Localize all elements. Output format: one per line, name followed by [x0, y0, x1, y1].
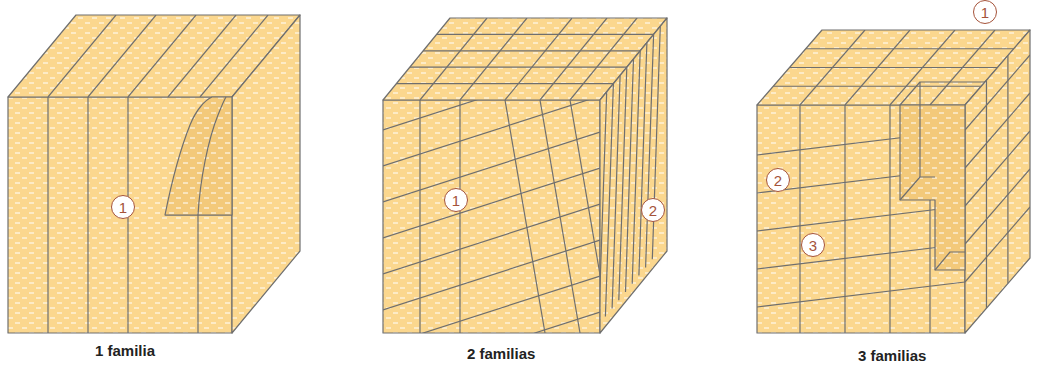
joint-line [652, 26, 660, 259]
figure-caption: 1 familia [95, 342, 155, 359]
callout-circle: 1 [973, 0, 997, 24]
joint-line [419, 100, 420, 333]
joint-line [986, 80, 987, 308]
joint-line [639, 43, 647, 276]
joint-line [790, 67, 998, 68]
joint-line [383, 204, 600, 274]
joint-line [930, 30, 995, 105]
callout-number: 2 [774, 173, 782, 188]
joint-line [460, 18, 527, 100]
callout-circle: 1 [111, 195, 135, 219]
joint-line [773, 86, 981, 87]
joint-line [965, 93, 1030, 168]
joint-line [540, 18, 607, 100]
joint-line [599, 92, 607, 325]
callout-circle: 2 [766, 168, 790, 192]
joint-line [48, 15, 116, 97]
joint-line [570, 100, 610, 333]
joint-line [806, 48, 1014, 49]
joint-line [965, 55, 1030, 130]
joint-line [200, 15, 268, 97]
joint-line [757, 244, 965, 269]
callout-circle: 2 [641, 198, 665, 222]
joint-line [383, 312, 600, 370]
callout-number: 1 [452, 193, 460, 208]
joint-line [632, 51, 640, 284]
joint-line [646, 34, 654, 267]
joint-line [505, 100, 545, 333]
joint-line [197, 215, 198, 333]
joint-line [168, 15, 236, 97]
figure-caption: 2 familias [467, 345, 535, 362]
joint-line [626, 59, 634, 292]
callout-number: 1 [119, 200, 127, 215]
joint-line [383, 60, 600, 130]
joint-line [505, 18, 572, 100]
joint-line [570, 18, 637, 100]
joint-line [1007, 56, 1008, 284]
joint-line [420, 18, 487, 100]
joint-line [965, 169, 1030, 244]
joint-line [423, 50, 640, 51]
joint-line [890, 30, 955, 105]
joint-line [757, 206, 965, 231]
joint-line [383, 96, 600, 166]
joint-line [47, 97, 48, 333]
joint-line [965, 207, 1030, 282]
joint-line [619, 67, 627, 300]
joint-line [383, 168, 600, 238]
joint-line [383, 240, 600, 310]
callout-circle: 3 [801, 233, 825, 257]
callout-number: 3 [809, 238, 817, 253]
joint-line [889, 105, 890, 333]
joint-line [88, 15, 156, 97]
joint-line [128, 15, 196, 97]
joint-line [757, 282, 965, 307]
joint-line [437, 34, 654, 35]
joint-line [844, 105, 845, 333]
figure-caption: 3 familias [858, 347, 926, 364]
joint-line [799, 105, 800, 333]
callout-number: 1 [981, 5, 989, 20]
callout-number: 2 [649, 203, 657, 218]
joint-line [396, 83, 613, 84]
joint-line [540, 100, 580, 333]
callout-circle: 1 [444, 188, 468, 212]
joint-line [87, 97, 88, 333]
joint-line [410, 67, 627, 68]
joint-line [383, 132, 600, 202]
joint-line [605, 84, 613, 317]
joint-line [965, 131, 1030, 206]
joint-line [459, 100, 460, 333]
joint-line [383, 276, 600, 346]
joint-line [612, 75, 620, 308]
